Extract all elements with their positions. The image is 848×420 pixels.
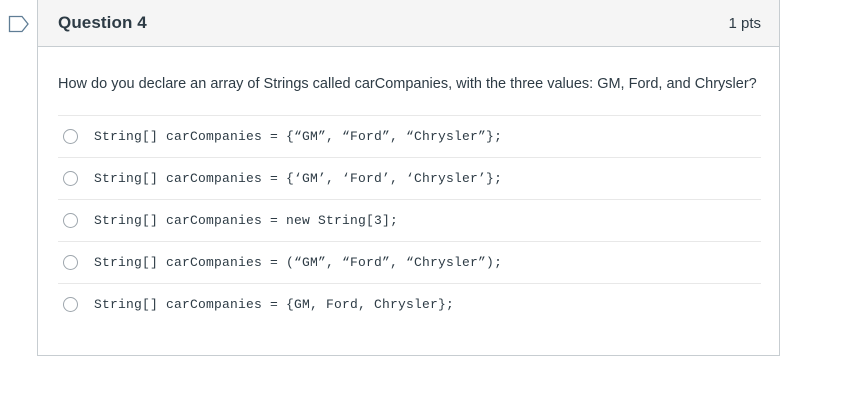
answer-label: String[] carCompanies = (“GM”, “Ford”, “… xyxy=(94,255,503,271)
points-label: 1 pts xyxy=(728,14,761,32)
answer-label: String[] carCompanies = {“GM”, “Ford”, “… xyxy=(94,129,503,145)
radio-button-icon[interactable] xyxy=(63,297,78,313)
radio-button-icon[interactable] xyxy=(63,171,78,187)
answer-label: String[] carCompanies = {GM, Ford, Chrys… xyxy=(94,297,455,313)
answer-label: String[] carCompanies = {‘GM’, ‘Ford’, ‘… xyxy=(94,171,503,187)
question-container: Question 4 1 pts How do you declare an a… xyxy=(37,0,780,357)
page-title: Question 4 xyxy=(58,13,147,32)
question-prompt: How do you declare an array of Strings c… xyxy=(58,76,757,92)
answer-option-a[interactable]: String[] carCompanies = {“GM”, “Ford”, “… xyxy=(58,115,761,157)
radio-button-icon[interactable] xyxy=(63,129,78,145)
radio-button-icon[interactable] xyxy=(63,255,78,271)
answer-option-d[interactable]: String[] carCompanies = (“GM”, “Ford”, “… xyxy=(58,241,761,283)
flag-outline-icon[interactable] xyxy=(8,14,30,34)
answer-options-list: String[] carCompanies = {“GM”, “Ford”, “… xyxy=(38,115,779,355)
radio-button-icon[interactable] xyxy=(63,213,78,229)
answer-option-e[interactable]: String[] carCompanies = {GM, Ford, Chrys… xyxy=(58,283,761,325)
answer-label: String[] carCompanies = new String[3]; xyxy=(94,213,399,229)
question-header: Question 4 1 pts xyxy=(38,0,779,47)
answer-option-c[interactable]: String[] carCompanies = new String[3]; xyxy=(58,199,761,241)
question-body: How do you declare an array of Strings c… xyxy=(38,47,779,95)
answer-option-b[interactable]: String[] carCompanies = {‘GM’, ‘Ford’, ‘… xyxy=(58,157,761,199)
